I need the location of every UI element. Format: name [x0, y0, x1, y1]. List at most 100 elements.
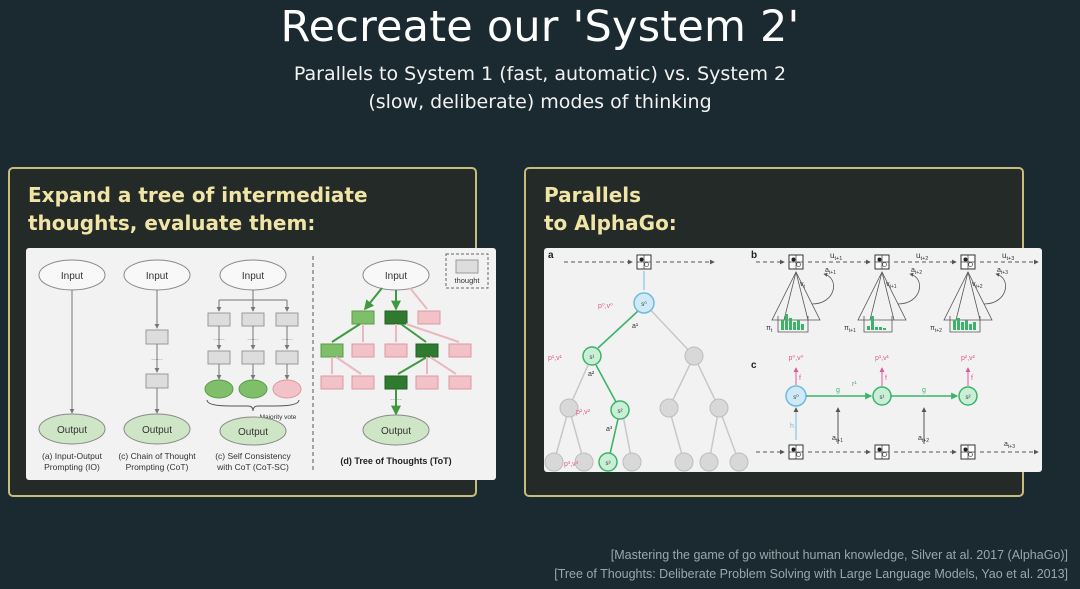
sc-thought-b1: [241, 312, 265, 327]
sc-answer-a: [204, 379, 234, 399]
svg-text:s²: s²: [618, 409, 623, 415]
tot-l2-b: [351, 343, 375, 358]
c-board-2: [874, 444, 890, 460]
svg-text:at+3: at+3: [997, 267, 1008, 276]
svg-text:a¹: a¹: [632, 323, 639, 330]
tot-l2-e: [448, 343, 472, 358]
tot-l3-a: [320, 375, 344, 390]
svg-text:s²: s²: [966, 395, 971, 401]
svg-text:r¹: r¹: [852, 381, 857, 388]
sc-caption-2: with CoT (CoT-SC): [216, 462, 289, 472]
c-board-1: [788, 444, 804, 460]
slide-title: Recreate our 'System 2': [280, 2, 800, 52]
svg-text:πt: πt: [766, 325, 773, 334]
cot-output-node: [123, 413, 191, 445]
tot-l2-d: [415, 343, 439, 358]
tot-l3-e: [448, 375, 472, 390]
tot-l1-c: [417, 310, 441, 325]
svg-text:h: h: [790, 423, 794, 430]
tot-caption: (d) Tree of Thoughts (ToT): [340, 456, 451, 466]
io-output-node: [38, 413, 106, 445]
svg-text:g: g: [836, 387, 840, 394]
tot-input-label: Input: [385, 271, 407, 282]
legend-box: [445, 253, 489, 289]
svg-text:a²: a²: [588, 371, 595, 378]
svg-text:s¹: s¹: [590, 355, 595, 361]
sc-thought-c2: [275, 350, 299, 365]
svg-text:at+1: at+1: [832, 435, 843, 444]
tot-figure: Input Output (a) Input-Output Prompting …: [26, 248, 496, 480]
sc-thought-c1: [275, 312, 299, 327]
tot-l3-d: [415, 375, 439, 390]
tot-output-label: Output: [381, 426, 411, 437]
alphago-title-line-2: to AlphaGo:: [544, 211, 677, 235]
label-c: c: [751, 360, 757, 371]
io-input-label: Input: [61, 271, 83, 282]
alphago-panel-title: Parallels to AlphaGo:: [544, 181, 677, 237]
svg-text:s¹: s¹: [880, 395, 885, 401]
sc-caption-1: (c) Self Consistency: [215, 451, 291, 461]
alphago-figure: a: [544, 248, 1042, 472]
tot-title-line-1: Expand a tree of intermediate: [28, 183, 368, 207]
svg-text:at+2: at+2: [918, 435, 929, 444]
svg-text:vt+1: vt+1: [886, 281, 897, 290]
sc-thought-a1: [207, 312, 231, 327]
alphago-title-line-1: Parallels: [544, 183, 642, 207]
sc-output-label: Output: [238, 427, 268, 438]
svg-text:p¹,v¹: p¹,v¹: [548, 355, 563, 362]
tot-diagram: Input Output (a) Input-Output Prompting …: [38, 253, 489, 472]
sc-output-node: [219, 416, 287, 446]
legend-thought-swatch: [455, 259, 479, 274]
b-board-2: [874, 254, 890, 270]
io-caption-2: Prompting (IO): [44, 462, 100, 472]
sc-input-label: Input: [242, 271, 264, 282]
svg-text:πt+2: πt+2: [930, 325, 942, 334]
svg-text:p³,v³: p³,v³: [564, 461, 579, 468]
a-board-root: [636, 254, 652, 270]
sc-majority-vote: Majority vote: [260, 414, 297, 421]
svg-text:ut+3: ut+3: [1002, 251, 1014, 262]
svg-text:vt+2: vt+2: [972, 281, 983, 290]
cot-thought-2: [145, 373, 169, 389]
cot-output-label: Output: [142, 425, 172, 436]
label-a: a: [548, 250, 554, 261]
tot-l1-b: [384, 310, 408, 325]
io-caption-1: (a) Input-Output: [42, 451, 103, 461]
reference-tot: [Tree of Thoughts: Deliberate Problem So…: [554, 567, 1068, 581]
tot-l2-c: [384, 343, 408, 358]
alphago-diagram: a: [544, 250, 1039, 472]
cot-thought-1: [145, 329, 169, 345]
a-node-s0: [633, 292, 655, 314]
svg-text:s⁰: s⁰: [793, 394, 799, 401]
a-node-s1: [582, 346, 602, 366]
svg-text:πt+1: πt+1: [844, 325, 856, 334]
svg-text:ut+1: ut+1: [830, 251, 842, 262]
tot-l2-a: [320, 343, 344, 358]
reference-alphago: [Mastering the game of go without human …: [610, 548, 1068, 562]
a-node-s3: [598, 452, 618, 472]
svg-text:vt: vt: [800, 281, 806, 290]
sc-answer-b: [238, 379, 268, 399]
svg-text:p⁰,v⁰: p⁰,v⁰: [598, 302, 613, 310]
slide-subtitle: Parallels to System 1 (fast, automatic) …: [0, 60, 1080, 116]
svg-text:g: g: [922, 387, 926, 394]
svg-text:f: f: [971, 375, 973, 382]
sc-thought-b2: [241, 350, 265, 365]
label-b: b: [751, 250, 757, 261]
svg-text:s⁰: s⁰: [641, 301, 647, 308]
tot-panel-title: Expand a tree of intermediate thoughts, …: [28, 181, 368, 237]
c-board-3: [960, 444, 976, 460]
cot-input-label: Input: [146, 271, 168, 282]
svg-text:at+2: at+2: [911, 267, 922, 276]
subtitle-line-2: (slow, deliberate) modes of thinking: [368, 91, 712, 113]
b-board-3: [960, 254, 976, 270]
sc-answer-c: [272, 379, 302, 399]
sc-thought-a2: [207, 350, 231, 365]
a-node-s2: [610, 400, 630, 420]
svg-text:p²,v²: p²,v²: [576, 409, 591, 416]
svg-text:at+3: at+3: [1004, 441, 1015, 450]
c-node-s2: [958, 386, 978, 406]
svg-text:p¹,v¹: p¹,v¹: [875, 355, 890, 362]
tot-output-node: [362, 414, 430, 446]
subtitle-line-1: Parallels to System 1 (fast, automatic) …: [293, 63, 787, 85]
